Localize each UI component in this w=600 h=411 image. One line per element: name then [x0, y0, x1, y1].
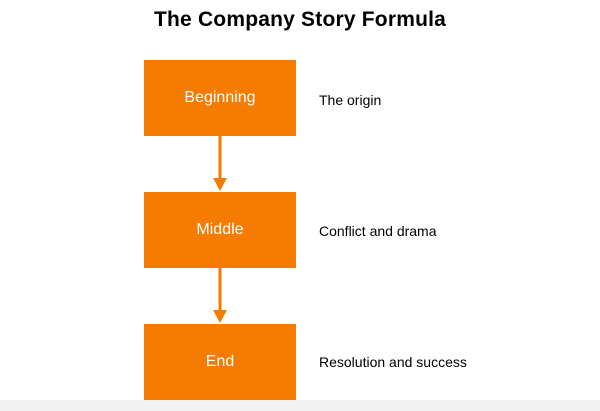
step-box-beginning: Beginning [144, 60, 296, 136]
diagram-title: The Company Story Formula [153, 8, 447, 31]
step-description-end: Resolution and success [319, 354, 467, 370]
step-description-beginning: The origin [319, 92, 382, 108]
step-description-middle: Conflict and drama [319, 223, 437, 239]
down-arrow-connector-2 [213, 268, 227, 323]
step-box-end: End [144, 324, 296, 400]
step-label-middle: Middle [196, 221, 244, 238]
step-label-beginning: Beginning [184, 89, 256, 106]
down-arrow-connector-1 [213, 136, 227, 191]
bottom-edge-strip [0, 400, 600, 411]
step-box-middle: Middle [144, 192, 296, 268]
step-label-end: End [205, 353, 235, 370]
